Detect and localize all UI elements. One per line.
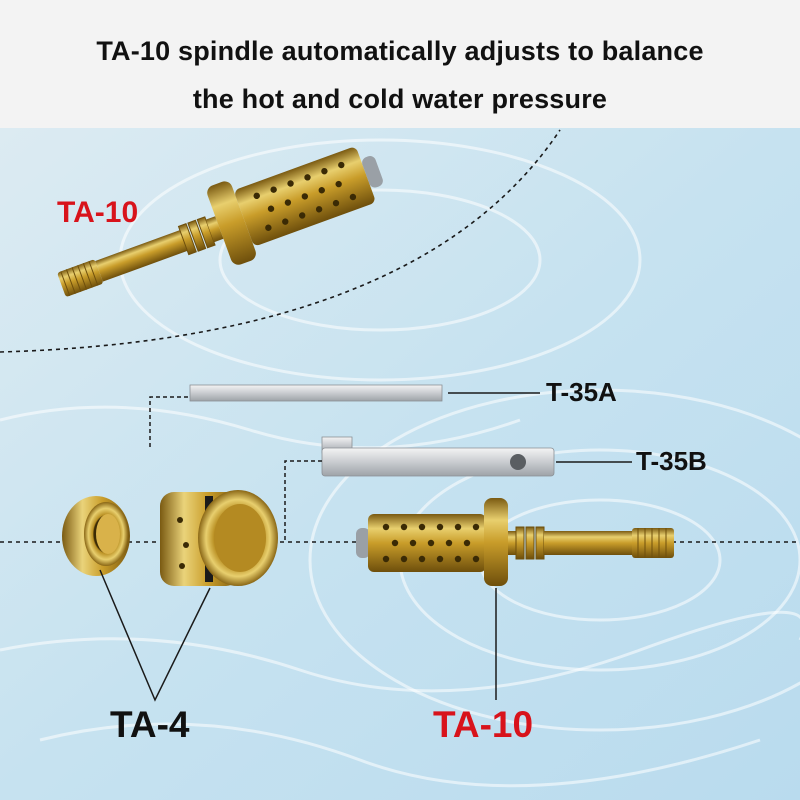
- leader-lines: [99, 569, 497, 702]
- top-spindle-part: [57, 147, 383, 297]
- label-top-ta10: TA-10: [57, 196, 139, 229]
- bottom-spindle-part: [356, 498, 674, 586]
- key-t35b-part: [284, 436, 632, 540]
- label-t35a: T-35A: [546, 377, 617, 407]
- ta4-large-seat-part: [160, 490, 278, 586]
- label-ta4: TA-4: [110, 704, 190, 745]
- dashed-arc: [0, 129, 561, 353]
- headline-line-2: the hot and cold water pressure: [192, 84, 608, 114]
- key-t35a-part: [149, 384, 540, 447]
- headline-banner: TA-10 spindle automatically adjusts to b…: [0, 0, 800, 128]
- label-t35b: T-35B: [636, 446, 707, 476]
- headline-line-1: TA-10 spindle automatically adjusts to b…: [96, 36, 704, 66]
- ta4-small-seat-part: [62, 496, 130, 576]
- label-bottom-ta10: TA-10: [433, 704, 534, 745]
